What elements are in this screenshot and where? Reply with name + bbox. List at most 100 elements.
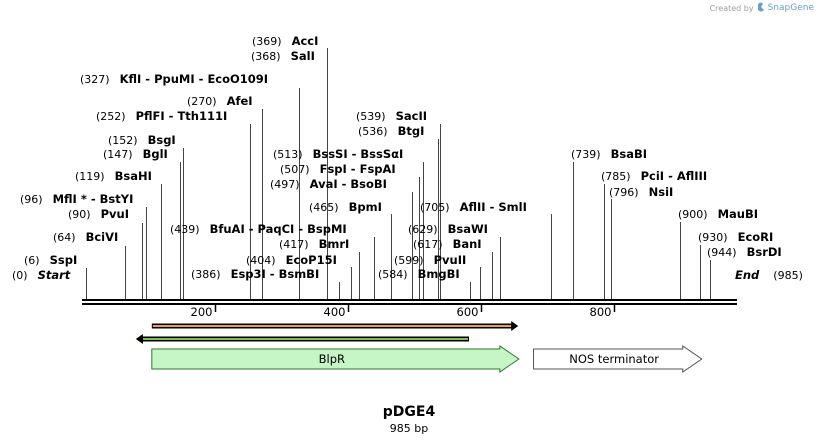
- site-label-pvuii: (599)PvuII: [394, 253, 466, 267]
- site-position: (96): [20, 193, 43, 206]
- site-label-afei: (270) AfeI: [187, 94, 253, 108]
- orf-arrow-reverse: [135, 334, 470, 344]
- ruler-label-200: 200: [191, 305, 213, 319]
- site-name: PflFI - Tth111I: [136, 109, 228, 123]
- credit-brand: SnapGene: [767, 3, 814, 13]
- site-label-pflfi-tth111i: (252) PflFI - Tth111I: [96, 109, 227, 123]
- site-label-start: (0)Start: [12, 268, 71, 282]
- snapgene-credit: Created by SnapGene: [710, 2, 814, 14]
- site-position: (584): [378, 268, 408, 281]
- site-label-nsii: (796) NsiI: [609, 185, 673, 199]
- backbone: [82, 299, 737, 305]
- site-name: BsrDI: [747, 245, 782, 259]
- site-name: KflI - PpuMI - EcoO109I: [120, 72, 268, 86]
- site-position: (536): [358, 125, 388, 138]
- site-position: (599): [394, 254, 424, 267]
- site-label-avai-bsobi: (497) AvaI - BsoBI: [270, 177, 387, 191]
- site-name: FspI - FspAI: [320, 162, 396, 176]
- site-name: AvaI - BsoBI: [310, 177, 387, 191]
- plasmid-length: 985 bp: [389, 422, 429, 435]
- site-label-bmri: (417) BmrI: [279, 237, 349, 251]
- site-position: (985): [773, 269, 803, 282]
- site-position: (90): [68, 208, 91, 221]
- site-name: MflI * - BstYI: [53, 192, 134, 206]
- site-name: BmgBI: [418, 267, 460, 281]
- site-name: BmrI: [319, 237, 350, 251]
- orf-tracks: [135, 321, 519, 344]
- site-label-bgli: (147) BglI: [103, 147, 168, 161]
- site-name: End: [735, 268, 760, 282]
- ruler-label-600: 600: [457, 305, 479, 319]
- site-label-ecori: (930)EcoRI: [698, 230, 773, 244]
- snapgene-logo-icon: [757, 2, 765, 14]
- site-position: (252): [96, 110, 126, 123]
- site-position: (796): [609, 186, 639, 199]
- ruler-label-800: 800: [590, 305, 612, 319]
- site-position: (6): [24, 254, 40, 267]
- site-position: (539): [356, 110, 386, 123]
- site-label-sali: (368)SalI: [251, 49, 315, 63]
- site-label-maubi: (900)MauBI: [678, 207, 758, 221]
- site-label-pcii-afliii: (785)PciI - AflIII: [601, 169, 707, 183]
- site-position: (0): [12, 269, 28, 282]
- site-name: BsaWI: [448, 222, 488, 236]
- site-name: BsaBI: [611, 147, 647, 161]
- site-position: (465): [309, 201, 339, 214]
- site-label-pvui: (90) PvuI: [68, 207, 129, 221]
- site-position: (119): [75, 170, 105, 183]
- site-position: (270): [187, 95, 217, 108]
- site-name: BanI: [453, 237, 482, 251]
- site-name: BglI: [143, 147, 168, 161]
- site-name: EcoP15I: [286, 253, 337, 267]
- site-name: BtgI: [398, 124, 425, 138]
- site-label-bpmi: (465)BpmI: [309, 200, 382, 214]
- site-position: (617): [413, 238, 443, 251]
- site-label-sacii: (539) SacII: [356, 109, 427, 123]
- site-position: (147): [103, 148, 133, 161]
- site-label-bsrdi: (944)BsrDI: [707, 245, 782, 259]
- backbone-bottom-strand: [82, 303, 737, 305]
- site-name: NsiI: [649, 185, 674, 199]
- site-label-bsssi-bsss-i: (513)BssSI - BssSαI: [273, 147, 403, 161]
- site-label-sspi: (6) SspI: [24, 253, 77, 267]
- site-position: (327): [80, 73, 110, 86]
- site-name: EcoRI: [738, 230, 774, 244]
- feature-tracks: BlpR NOS terminator: [151, 345, 703, 373]
- backbone-top-strand: [82, 299, 737, 301]
- site-name: BfuAI - PaqCI - BspMI: [210, 222, 347, 236]
- site-position: (439): [170, 223, 200, 236]
- site-label-bani: (617) BanI: [413, 237, 482, 251]
- site-name: AccI: [292, 34, 319, 48]
- site-name: BsgI: [148, 133, 176, 147]
- site-label-acci: (369)AccI: [252, 34, 318, 48]
- site-name: PciI - AflIII: [641, 169, 708, 183]
- site-label-bsawi: (629)BsaWI: [408, 222, 488, 236]
- site-label-mfli-bstyi: (96) MflI * - BstYI: [20, 192, 133, 206]
- site-position: (900): [678, 208, 708, 221]
- site-name: BciVI: [86, 230, 119, 244]
- credit-prefix: Created by: [709, 3, 754, 13]
- site-label-bsahi: (119) BsaHI: [75, 169, 152, 183]
- feature-label-blpr: BlpR: [319, 352, 345, 366]
- site-label-ecop15i: (404)EcoP15I: [246, 253, 337, 267]
- feature-nos-terminator: NOS terminator: [533, 345, 703, 373]
- site-name: SspI: [50, 253, 78, 267]
- site-label-btgi: (536) BtgI: [358, 124, 424, 138]
- site-label-esp3i-bsmbi: (386)Esp3I - BsmBI: [191, 267, 319, 281]
- site-position: (513): [273, 148, 303, 161]
- site-position: (64): [53, 231, 76, 244]
- site-name: AfeI: [227, 94, 253, 108]
- site-position: (152): [108, 134, 138, 147]
- site-name: BsaHI: [115, 169, 152, 183]
- site-position: (497): [270, 178, 300, 191]
- site-name: AflII - SmlI: [460, 200, 527, 214]
- site-name: SacII: [396, 109, 427, 123]
- site-position: (417): [279, 238, 309, 251]
- site-label-bsabi: (739)BsaBI: [571, 147, 647, 161]
- site-position: (507): [280, 163, 310, 176]
- orf-arrow-forward: [151, 321, 519, 331]
- site-name: PvuI: [101, 207, 129, 221]
- site-name: SalI: [291, 49, 315, 63]
